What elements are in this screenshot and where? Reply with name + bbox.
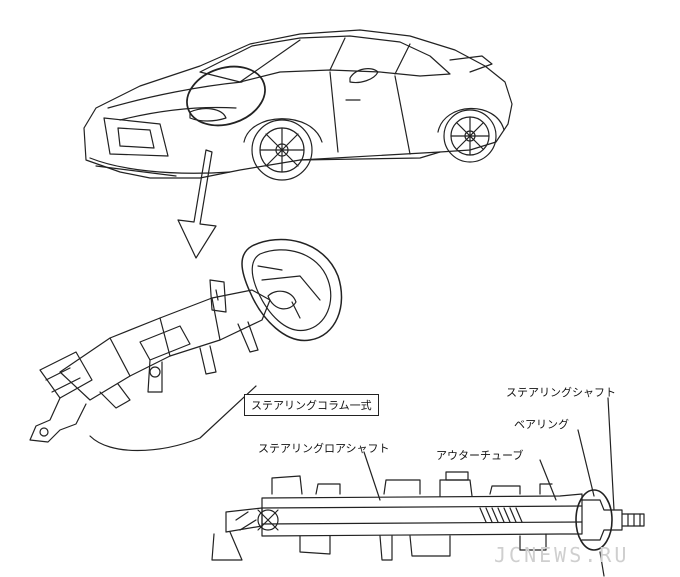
down-arrow-icon [177,149,217,259]
label-steering-column-assembly: ステアリングコラム一式 [244,394,379,416]
label-outer-tube: アウターチューブ [436,449,524,462]
label-steering-shaft: ステアリングシャフト [506,386,616,399]
car-line-drawing [83,29,513,181]
label-steering-lower-shaft: ステアリングロアシャフト [258,442,390,455]
label-bearing: ベアリング [514,418,569,431]
column-cross-section-drawing [211,397,645,577]
watermark-text: JCNEWS.RU [494,543,630,567]
steering-column-drawing [29,238,343,452]
